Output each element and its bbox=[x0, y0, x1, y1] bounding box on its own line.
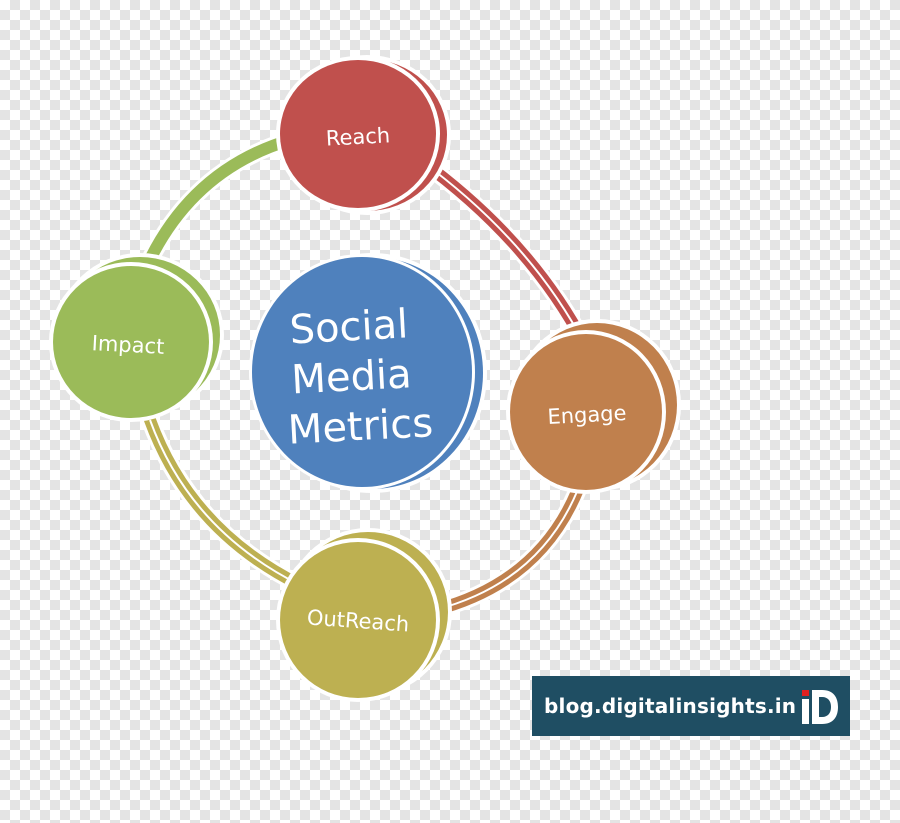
center-label-line-2: Media bbox=[290, 351, 412, 403]
node-engage: Engage bbox=[506, 319, 681, 494]
arc-impact-reach bbox=[136, 131, 299, 279]
center-label-line-1: Social bbox=[288, 301, 409, 353]
node-reach: Reach bbox=[276, 55, 451, 215]
center-label-line-3: Metrics bbox=[287, 400, 434, 454]
watermark-banner: blog.digitalinsights.in bbox=[532, 676, 850, 736]
node-impact: Impact bbox=[49, 253, 224, 422]
node-label-reach: Reach bbox=[325, 123, 390, 150]
connector-arcs bbox=[136, 131, 594, 619]
svg-text:Social Media Metri: Social Media Metrics bbox=[282, 300, 435, 453]
node-label-engage: Engage bbox=[547, 401, 627, 429]
center-node: Social Media Metrics bbox=[249, 253, 487, 493]
digitalinsights-logo-icon bbox=[800, 684, 840, 728]
node-label-impact: Impact bbox=[91, 331, 165, 359]
watermark-text: blog.digitalinsights.in bbox=[544, 694, 797, 718]
arc-engage-outreach bbox=[426, 461, 594, 619]
node-outreach: OutReach bbox=[276, 528, 452, 702]
